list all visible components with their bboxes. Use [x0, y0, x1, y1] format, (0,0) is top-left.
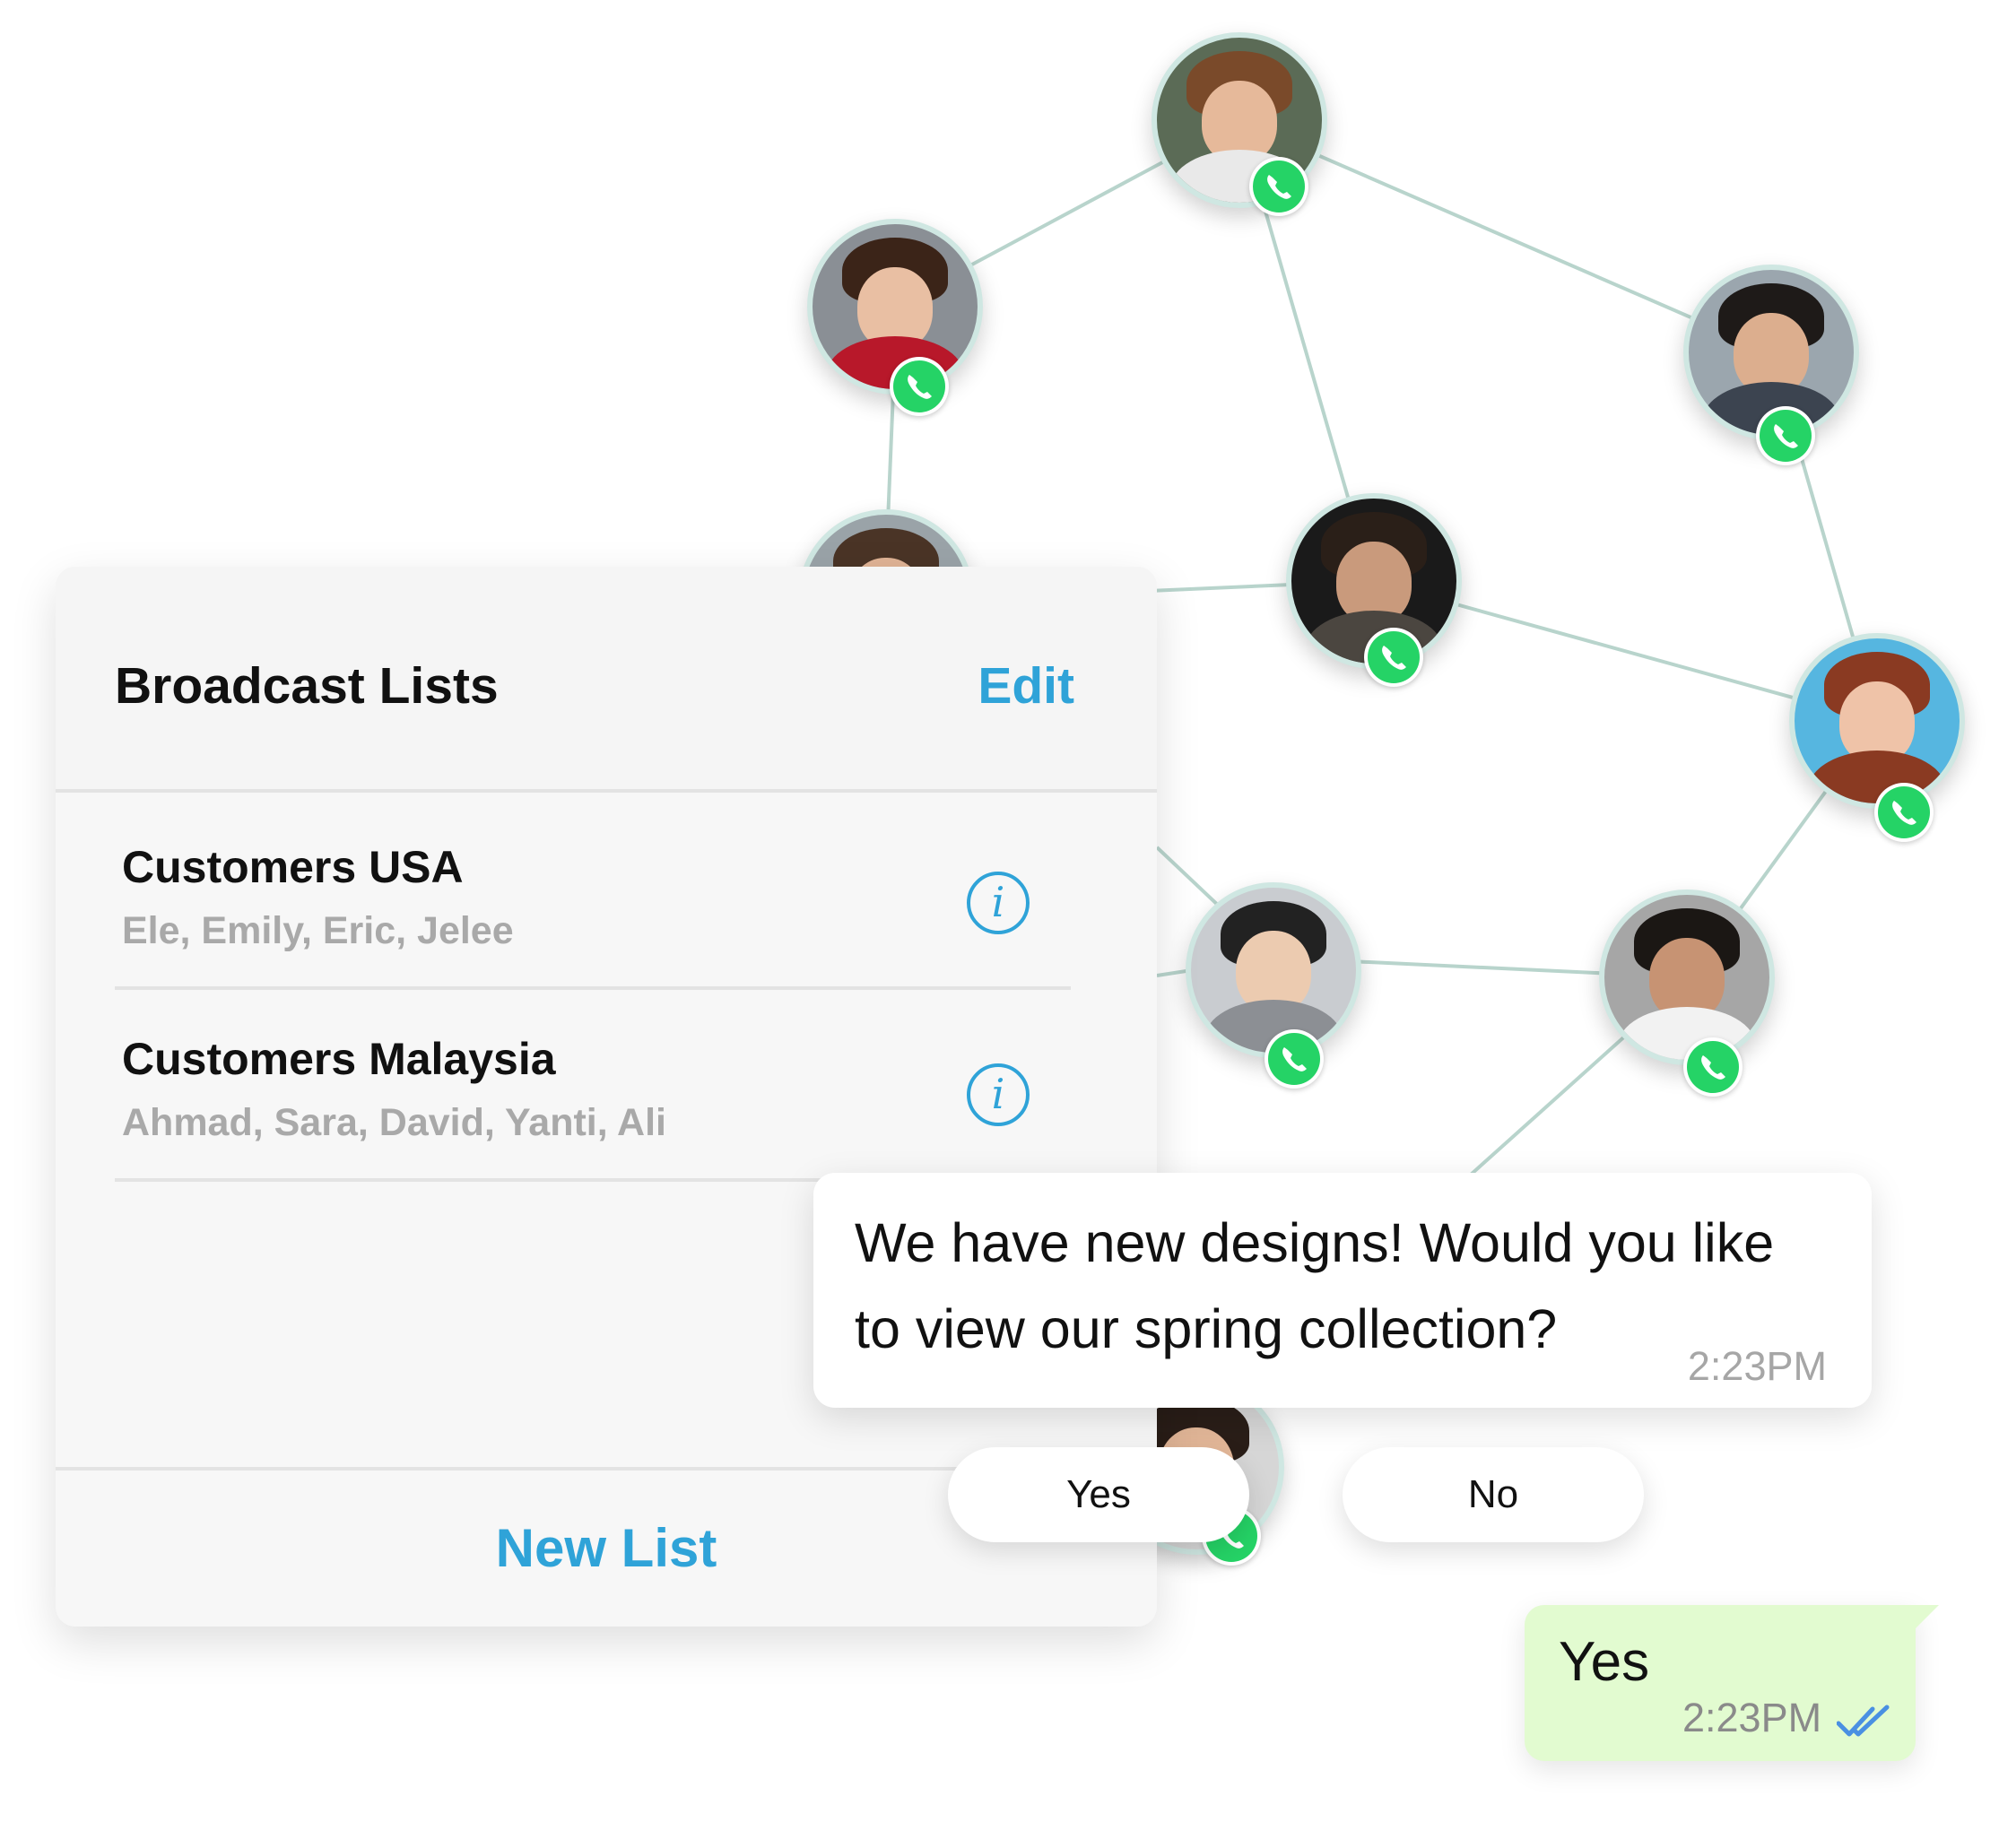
message-time: 2:23PM [1682, 1695, 1822, 1740]
message-text: Yes [1559, 1631, 1650, 1693]
list-name: Customers Malaysia [122, 1034, 556, 1084]
quick-reply-yes-button[interactable]: Yes [948, 1447, 1249, 1542]
broadcast-lists-panel: Broadcast Lists Edit Customers USA Ele, … [56, 567, 1157, 1627]
whatsapp-icon [1683, 1037, 1743, 1097]
quick-reply-no-button[interactable]: No [1343, 1447, 1644, 1542]
message-time: 2:23PM [1687, 1343, 1827, 1389]
list-members: Ele, Emily, Eric, Jelee [122, 909, 514, 952]
whatsapp-icon [1874, 783, 1934, 842]
message-text: We have new designs! Would you like to v… [855, 1212, 1775, 1359]
whatsapp-icon [1265, 1029, 1324, 1089]
whatsapp-icon [1364, 628, 1423, 687]
whatsapp-icon [1249, 157, 1308, 216]
broadcast-list-item[interactable]: Customers USA Ele, Emily, Eric, Jelee i [115, 798, 1071, 990]
info-icon[interactable]: i [967, 1063, 1030, 1126]
panel-title: Broadcast Lists [115, 657, 499, 715]
edit-button[interactable]: Edit [978, 657, 1074, 715]
new-list-button[interactable]: New List [495, 1518, 717, 1578]
bubble-tail [1914, 1605, 1939, 1630]
panel-header: Broadcast Lists Edit [56, 567, 1157, 793]
info-icon[interactable]: i [967, 872, 1030, 934]
contact-avatar [1599, 889, 1775, 1065]
double-check-icon [1837, 1705, 1890, 1737]
broadcast-list-item[interactable]: Customers Malaysia Ahmad, Sara, David, Y… [115, 990, 1071, 1182]
incoming-message: We have new designs! Would you like to v… [813, 1173, 1872, 1408]
outgoing-message: Yes 2:23PM [1525, 1605, 1916, 1761]
whatsapp-icon [1756, 406, 1815, 465]
contact-avatar [1683, 265, 1859, 440]
contact-avatar [1286, 493, 1462, 669]
list-name: Customers USA [122, 842, 464, 892]
list-members: Ahmad, Sara, David, Yanti, Ali [122, 1101, 666, 1144]
whatsapp-icon [890, 357, 949, 416]
contact-avatar [1789, 633, 1965, 809]
contact-avatar [807, 219, 983, 395]
